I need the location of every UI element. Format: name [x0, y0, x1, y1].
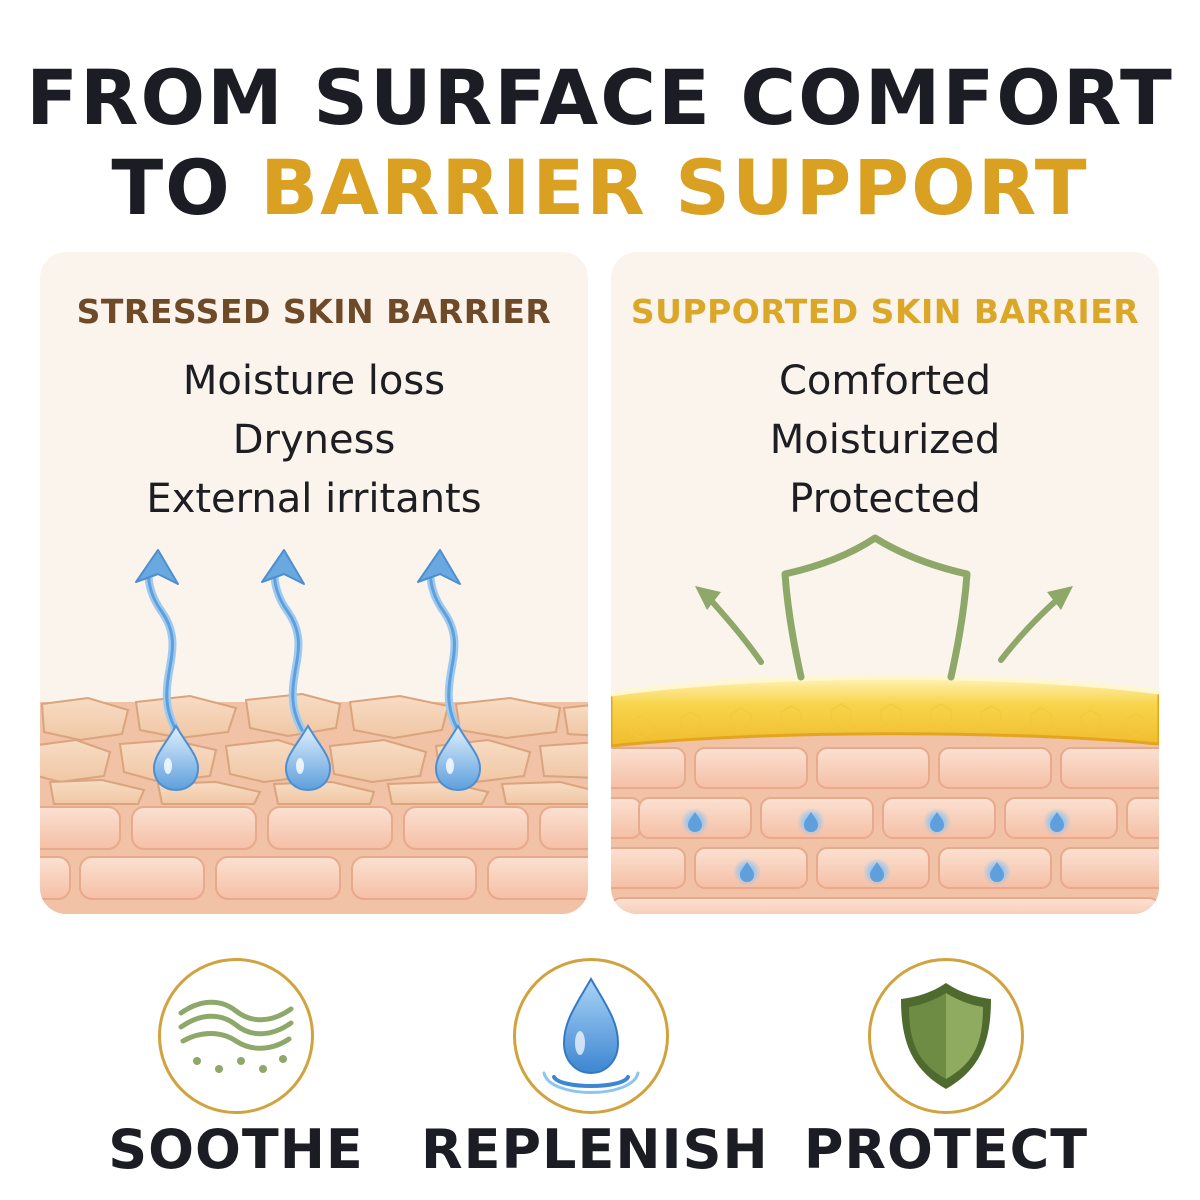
supported-barrier-title: SUPPORTED SKIN BARRIER: [630, 292, 1140, 331]
supported-skin-illustration: [611, 534, 1159, 914]
water-drop-icon: [542, 976, 640, 1094]
supported-barrier-list: Comforted Moisturized Protected: [611, 352, 1159, 529]
headline-prefix: TO: [111, 143, 261, 232]
stressed-barrier-list: Moisture loss Dryness External irritants: [40, 352, 588, 529]
stressed-item: Moisture loss: [182, 358, 446, 404]
replenish-label: REPLENISH: [421, 1118, 769, 1181]
shield-icon: [901, 983, 991, 1089]
stressed-barrier-title: STRESSED SKIN BARRIER: [76, 292, 552, 331]
supported-item: Protected: [789, 476, 981, 522]
protect-badge: [868, 958, 1024, 1114]
protect-label: PROTECT: [803, 1118, 1089, 1181]
soothe-waves-icon: [178, 999, 294, 1073]
stressed-item: Dryness: [232, 417, 396, 463]
stressed-skin-illustration: [40, 549, 588, 914]
stressed-barrier-panel: STRESSED SKIN BARRIER Moisture loss Dryn…: [40, 252, 588, 914]
replenish-badge: [513, 958, 669, 1114]
supported-item: Comforted: [778, 358, 992, 404]
headline-accent: BARRIER SUPPORT: [260, 143, 1089, 232]
soothe-label: SOOTHE: [108, 1118, 364, 1181]
stressed-item: External irritants: [146, 476, 482, 522]
soothe-badge: [158, 958, 314, 1114]
headline-line-2: TO BARRIER SUPPORT: [0, 150, 1200, 226]
supported-barrier-panel: SUPPORTED SKIN BARRIER Comforted Moistur…: [611, 252, 1159, 914]
headline-line-1: FROM SURFACE COMFORT: [26, 53, 1174, 142]
supported-item: Moisturized: [769, 417, 1001, 463]
